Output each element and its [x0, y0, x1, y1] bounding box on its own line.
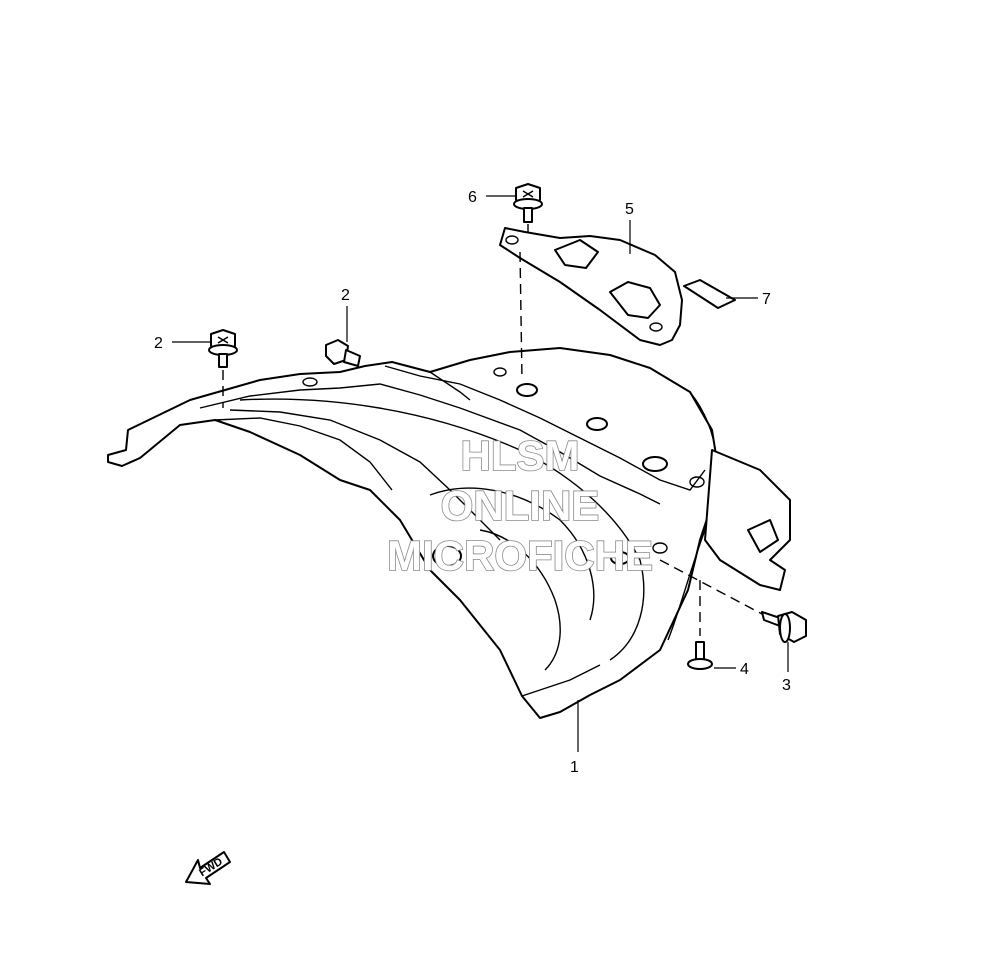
forward-direction-arrow-icon: FWD — [185, 851, 231, 885]
main-cover-part — [107, 347, 791, 719]
bracket-plate-part — [499, 227, 683, 346]
watermark-line-2: ONLINE — [441, 482, 600, 529]
callout-3: 3 — [782, 677, 791, 694]
callout-6: 6 — [468, 189, 477, 206]
watermark-line-3: MICROFICHE — [387, 532, 653, 579]
bolt-2-left-part — [208, 329, 238, 368]
callout-5: 5 — [625, 201, 634, 218]
bolt-3-part — [761, 611, 807, 643]
callout-4: 4 — [740, 661, 749, 678]
callout-1: 1 — [570, 759, 579, 776]
callout-2-center: 2 — [341, 287, 350, 304]
pad-part — [683, 279, 736, 309]
watermark-line-1: HLSM — [461, 432, 580, 479]
callout-2-left: 2 — [154, 335, 163, 352]
screw-4-part — [687, 641, 713, 670]
bolt-6-part — [513, 183, 543, 223]
bolt-2-center-part — [325, 339, 361, 367]
callout-7: 7 — [762, 291, 771, 308]
